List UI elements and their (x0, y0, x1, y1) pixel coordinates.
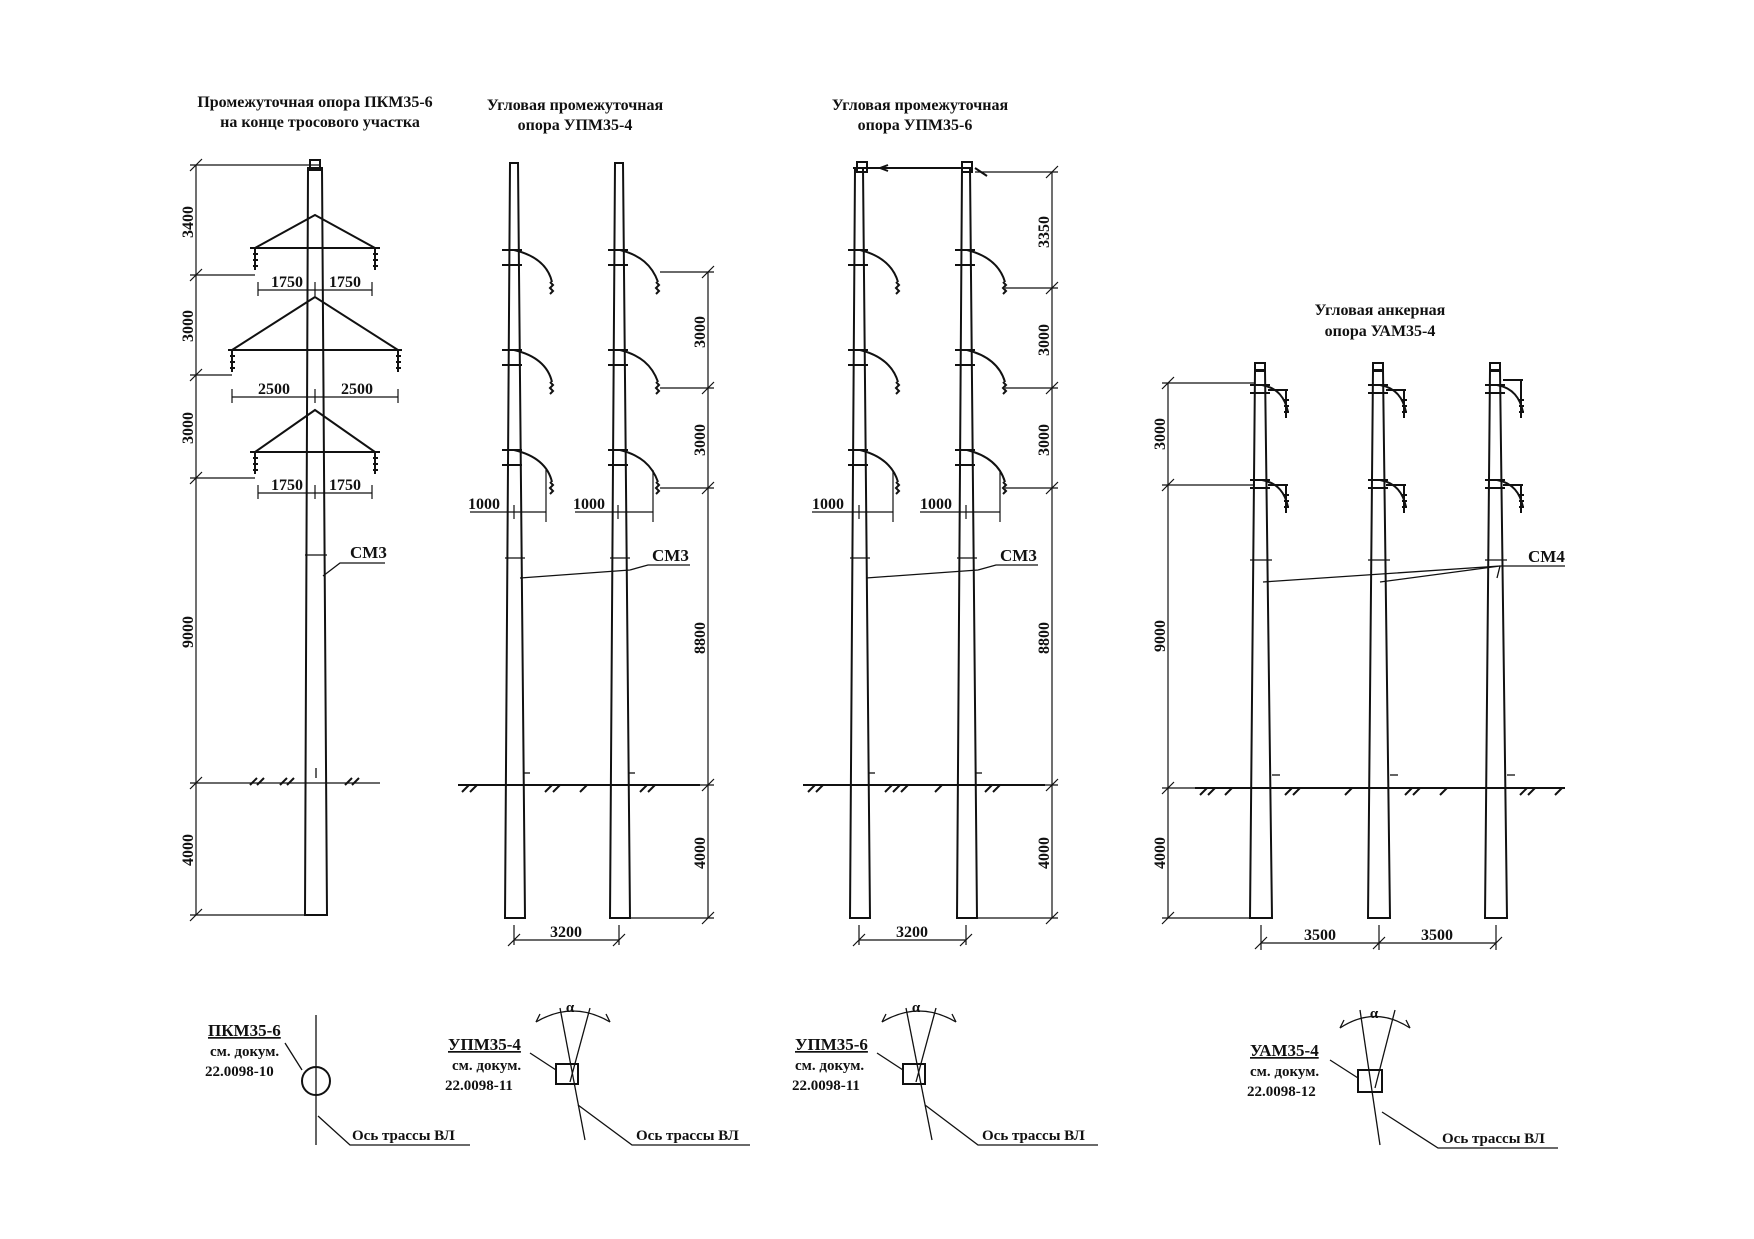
height-2: 3000 (1036, 324, 1053, 356)
plan-axis-label: Ось трассы ВЛ (982, 1128, 1085, 1144)
title-line-1: Промежуточная опора ПКМ35-6 (197, 94, 432, 111)
span-1: 3500 (1304, 927, 1336, 944)
span-1: 1750 (271, 274, 303, 291)
title-line-2: опора УПМ35-4 (518, 117, 633, 134)
angle-alpha: α (566, 1000, 575, 1016)
base-spacing: 3200 (896, 924, 928, 941)
pole-type-label: СМ3 (652, 546, 689, 565)
offset-left: 1000 (812, 496, 844, 513)
insulator-brackets (502, 249, 661, 495)
span-2: 3500 (1421, 927, 1453, 944)
height-2: 3000 (692, 424, 709, 456)
plan-ref-2: 22.0098-10 (205, 1064, 274, 1080)
plan-code: ПКМ35-6 (208, 1021, 281, 1040)
crossarm-top (250, 213, 380, 270)
height-4: 9000 (180, 616, 197, 648)
pole-left (848, 167, 872, 919)
plan-axis-label: Ось трассы ВЛ (636, 1128, 739, 1144)
height-5: 4000 (1036, 837, 1053, 869)
height-3: 4000 (1152, 837, 1169, 869)
height-2: 9000 (1152, 620, 1169, 652)
diagram-upm35-6: Угловая промежуточная опора УПМ35-6 1000… (792, 97, 1098, 1146)
crossarm-bottom (250, 408, 380, 474)
offset-right: 1000 (920, 496, 952, 513)
diagram-upm35-4: Угловая промежуточная опора УПМ35-4 1000… (445, 97, 750, 1146)
diagram-pkm35-6: Промежуточная опора ПКМ35-6 на конце тро… (180, 94, 470, 1146)
height-1: 3350 (1036, 216, 1053, 248)
offset-left: 1000 (468, 496, 500, 513)
height-3: 8800 (692, 622, 709, 654)
anchor-attachments (1250, 379, 1524, 513)
pole-1 (1248, 369, 1274, 919)
title-line-1: Угловая промежуточная (832, 97, 1009, 114)
plan-view-uam35-4: α УАМ35-4 см. докум. 22.0098-12 Ось трас… (1247, 1006, 1558, 1149)
angle-alpha: α (912, 1000, 921, 1016)
title-line-1: Угловая промежуточная (487, 97, 664, 114)
height-2: 3000 (180, 310, 197, 342)
pole-3 (1483, 369, 1509, 919)
height-5: 4000 (180, 834, 197, 866)
plan-ref-2: 22.0098-11 (792, 1078, 860, 1094)
offset-right: 1000 (573, 496, 605, 513)
plan-view-upm35-4: α УПМ35-4 см. докум. 22.0098-11 Ось трас… (445, 1000, 750, 1146)
pole-type-label: СМ3 (350, 543, 387, 562)
title-line-2: опора УАМ35-4 (1325, 323, 1436, 340)
pole-right (608, 162, 632, 919)
span-4: 2500 (341, 381, 373, 398)
plan-code: УПМ35-6 (795, 1035, 868, 1054)
plan-ref-1: см. докум. (210, 1044, 279, 1060)
pole-right (955, 167, 979, 919)
height-1: 3000 (692, 316, 709, 348)
height-3: 3000 (180, 412, 197, 444)
pole-2 (1366, 369, 1392, 919)
span-5: 1750 (271, 477, 303, 494)
diagram-uam35-4: Угловая анкерная опора УАМ35-4 3000 9000… (1152, 302, 1565, 1149)
plan-axis-label: Ось трассы ВЛ (352, 1128, 455, 1144)
plan-axis-label: Ось трассы ВЛ (1442, 1131, 1545, 1147)
title-line-2: опора УПМ35-6 (858, 117, 973, 134)
height-4: 4000 (692, 837, 709, 869)
pole-type-label: СМ4 (1528, 547, 1565, 566)
plan-view-upm35-6: α УПМ35-6 см. докум. 22.0098-11 Ось трас… (792, 1000, 1098, 1146)
pole-left (503, 162, 527, 919)
plan-ref-2: 22.0098-12 (1247, 1084, 1316, 1100)
angle-alpha: α (1370, 1006, 1379, 1022)
crossarm-middle (228, 295, 402, 372)
height-1: 3000 (1152, 418, 1169, 450)
span-6: 1750 (329, 477, 361, 494)
span-3: 2500 (258, 381, 290, 398)
height-4: 8800 (1036, 622, 1053, 654)
plan-code: УАМ35-4 (1250, 1041, 1319, 1060)
plan-ref-1: см. докум. (795, 1058, 864, 1074)
title-line-1: Угловая анкерная (1315, 302, 1446, 319)
plan-ref-1: см. докум. (452, 1058, 521, 1074)
height-1: 3400 (180, 206, 197, 238)
span-2: 1750 (329, 274, 361, 291)
plan-ref-1: см. докум. (1250, 1064, 1319, 1080)
plan-ref-2: 22.0098-11 (445, 1078, 513, 1094)
title-line-2: на конце тросового участка (220, 114, 420, 131)
height-3: 3000 (1036, 424, 1053, 456)
plan-view-pkm35-6: ПКМ35-6 см. докум. 22.0098-10 Ось трассы… (205, 1015, 470, 1146)
plan-code: УПМ35-4 (448, 1035, 521, 1054)
pole-body (303, 167, 329, 916)
base-spacing: 3200 (550, 924, 582, 941)
insulator-brackets (848, 249, 1008, 495)
pole-type-label: СМ3 (1000, 546, 1037, 565)
